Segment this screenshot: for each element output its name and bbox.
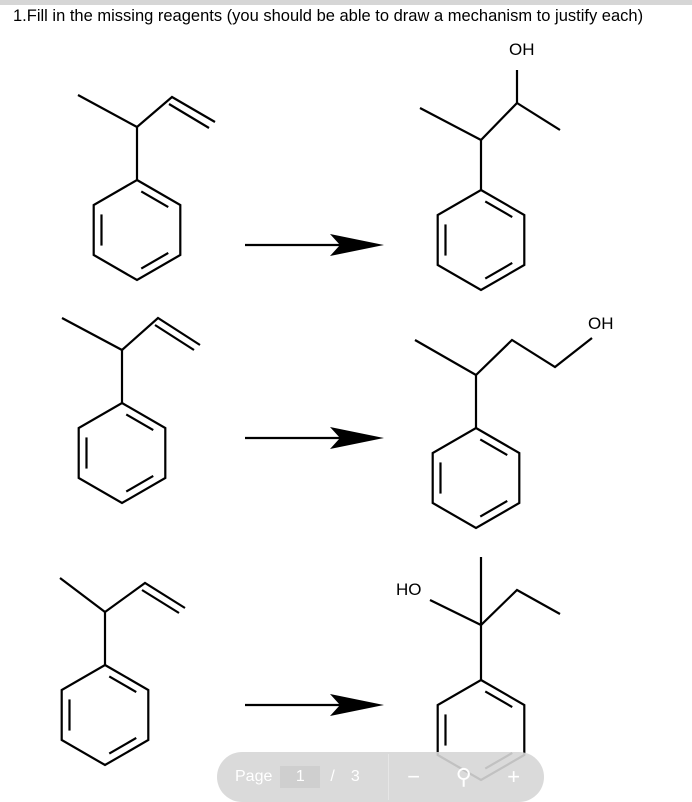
ring-double-bond bbox=[484, 690, 513, 708]
ring-double-bond bbox=[484, 262, 513, 280]
ring-double-bond bbox=[140, 252, 169, 270]
product-2 bbox=[414, 337, 593, 428]
arrow-head bbox=[330, 694, 384, 716]
arrow-head bbox=[330, 234, 384, 256]
top-border bbox=[0, 0, 692, 5]
ring-double-bond bbox=[125, 413, 154, 431]
ring-double-bond bbox=[479, 500, 508, 518]
product-3 bbox=[429, 557, 561, 680]
oh-label-1: OH bbox=[509, 40, 535, 59]
page-separator: / bbox=[330, 768, 335, 785]
toolbar-divider bbox=[387, 754, 389, 800]
page-label: Page bbox=[235, 768, 273, 785]
benzene-ring bbox=[436, 188, 526, 292]
zoom-in-button[interactable]: + bbox=[507, 764, 521, 789]
ring-double-bond bbox=[484, 200, 513, 218]
magnifier-icon[interactable]: ⚲ bbox=[455, 764, 472, 789]
zoom-out-button[interactable]: − bbox=[407, 764, 421, 789]
benzene-ring bbox=[77, 401, 167, 505]
ring-double-bond bbox=[108, 675, 137, 693]
arrow-head bbox=[330, 427, 384, 449]
reactant-3 bbox=[59, 577, 186, 665]
ring-double-bond bbox=[479, 438, 508, 456]
reactant-1 bbox=[77, 94, 216, 180]
benzene-ring bbox=[92, 178, 182, 282]
product-1 bbox=[419, 70, 561, 190]
ring-double-bond bbox=[140, 190, 169, 208]
total-pages: 3 bbox=[350, 768, 360, 785]
benzene-ring bbox=[431, 426, 521, 530]
pdf-toolbar: Page 1 / 3 − ⚲ + bbox=[217, 752, 544, 802]
ring-double-bond bbox=[125, 475, 154, 493]
question-text: 1.Fill in the missing reagents (you shou… bbox=[13, 7, 644, 25]
ho-label-3: HO bbox=[396, 580, 422, 599]
ring-double-bond bbox=[108, 737, 137, 755]
reactant-2 bbox=[61, 316, 201, 403]
page-number-input[interactable]: 1 bbox=[280, 766, 321, 788]
oh-label-2: OH bbox=[588, 314, 614, 333]
benzene-ring bbox=[60, 663, 150, 767]
